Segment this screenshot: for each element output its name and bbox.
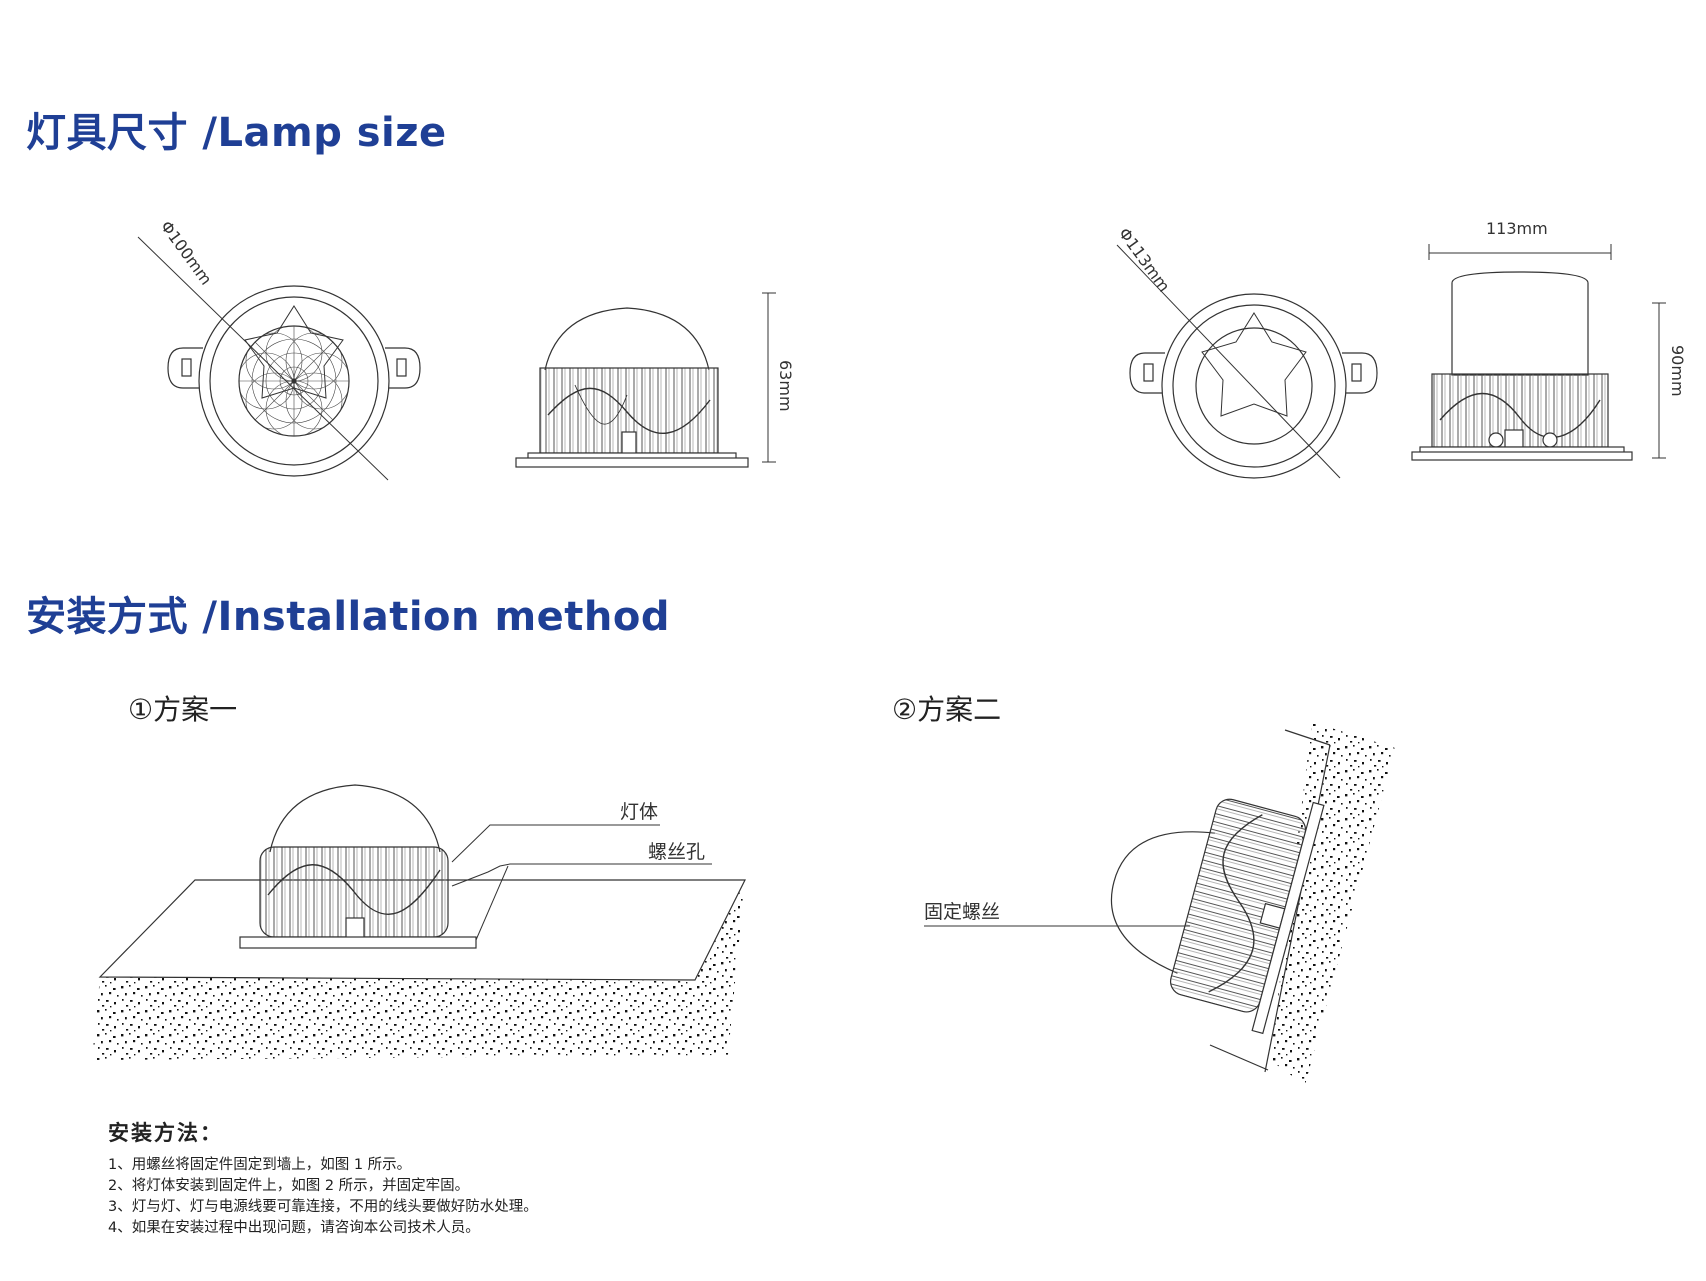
note-item: 2、将灯体安装到固定件上，如图 2 所示，并固定牢固。 [108, 1178, 470, 1194]
scheme-2-label: ②方案二 [892, 693, 1002, 726]
installation-notes: 安装方法： 1、用螺丝将固定件固定到墙上，如图 1 所示。 2、将灯体安装到固定… [108, 1117, 538, 1239]
lamp-b-top-view [1116, 244, 1378, 479]
lamp-a-top-view [137, 236, 421, 481]
callout-screw-hole: 螺丝孔 [648, 841, 705, 863]
lamp-a-side-view [515, 292, 776, 468]
callout-lamp-body: 灯体 [620, 801, 658, 823]
note-item: 1、用螺丝将固定件固定到墙上，如图 1 所示。 [108, 1157, 412, 1173]
scheme-2-diagram: 固定螺丝 [924, 722, 1395, 1085]
scheme-1-label: ①方案一 [128, 693, 238, 726]
dim-a-height: 63mm [776, 360, 795, 412]
callout-fixing-screw: 固定螺丝 [924, 901, 1000, 923]
dim-b-height: 90mm [1668, 345, 1687, 397]
dim-b-diameter: Φ113mm [1115, 224, 1174, 295]
lamp-b-side-view [1411, 244, 1666, 461]
dim-a-diameter: Φ100mm [157, 217, 216, 288]
scheme-1-diagram: 灯体 螺丝孔 [92, 784, 746, 1060]
section-title-installation: 安装方式 /Installation method [26, 594, 670, 640]
dim-b-width: 113mm [1486, 219, 1548, 238]
installation-notes-title: 安装方法： [108, 1121, 223, 1145]
note-item: 4、如果在安装过程中出现问题，请咨询本公司技术人员。 [108, 1220, 480, 1236]
section-title-lamp-size: 灯具尺寸 /Lamp size [26, 110, 447, 156]
note-item: 3、灯与灯、灯与电源线要可靠连接，不用的线头要做好防水处理。 [108, 1199, 538, 1215]
